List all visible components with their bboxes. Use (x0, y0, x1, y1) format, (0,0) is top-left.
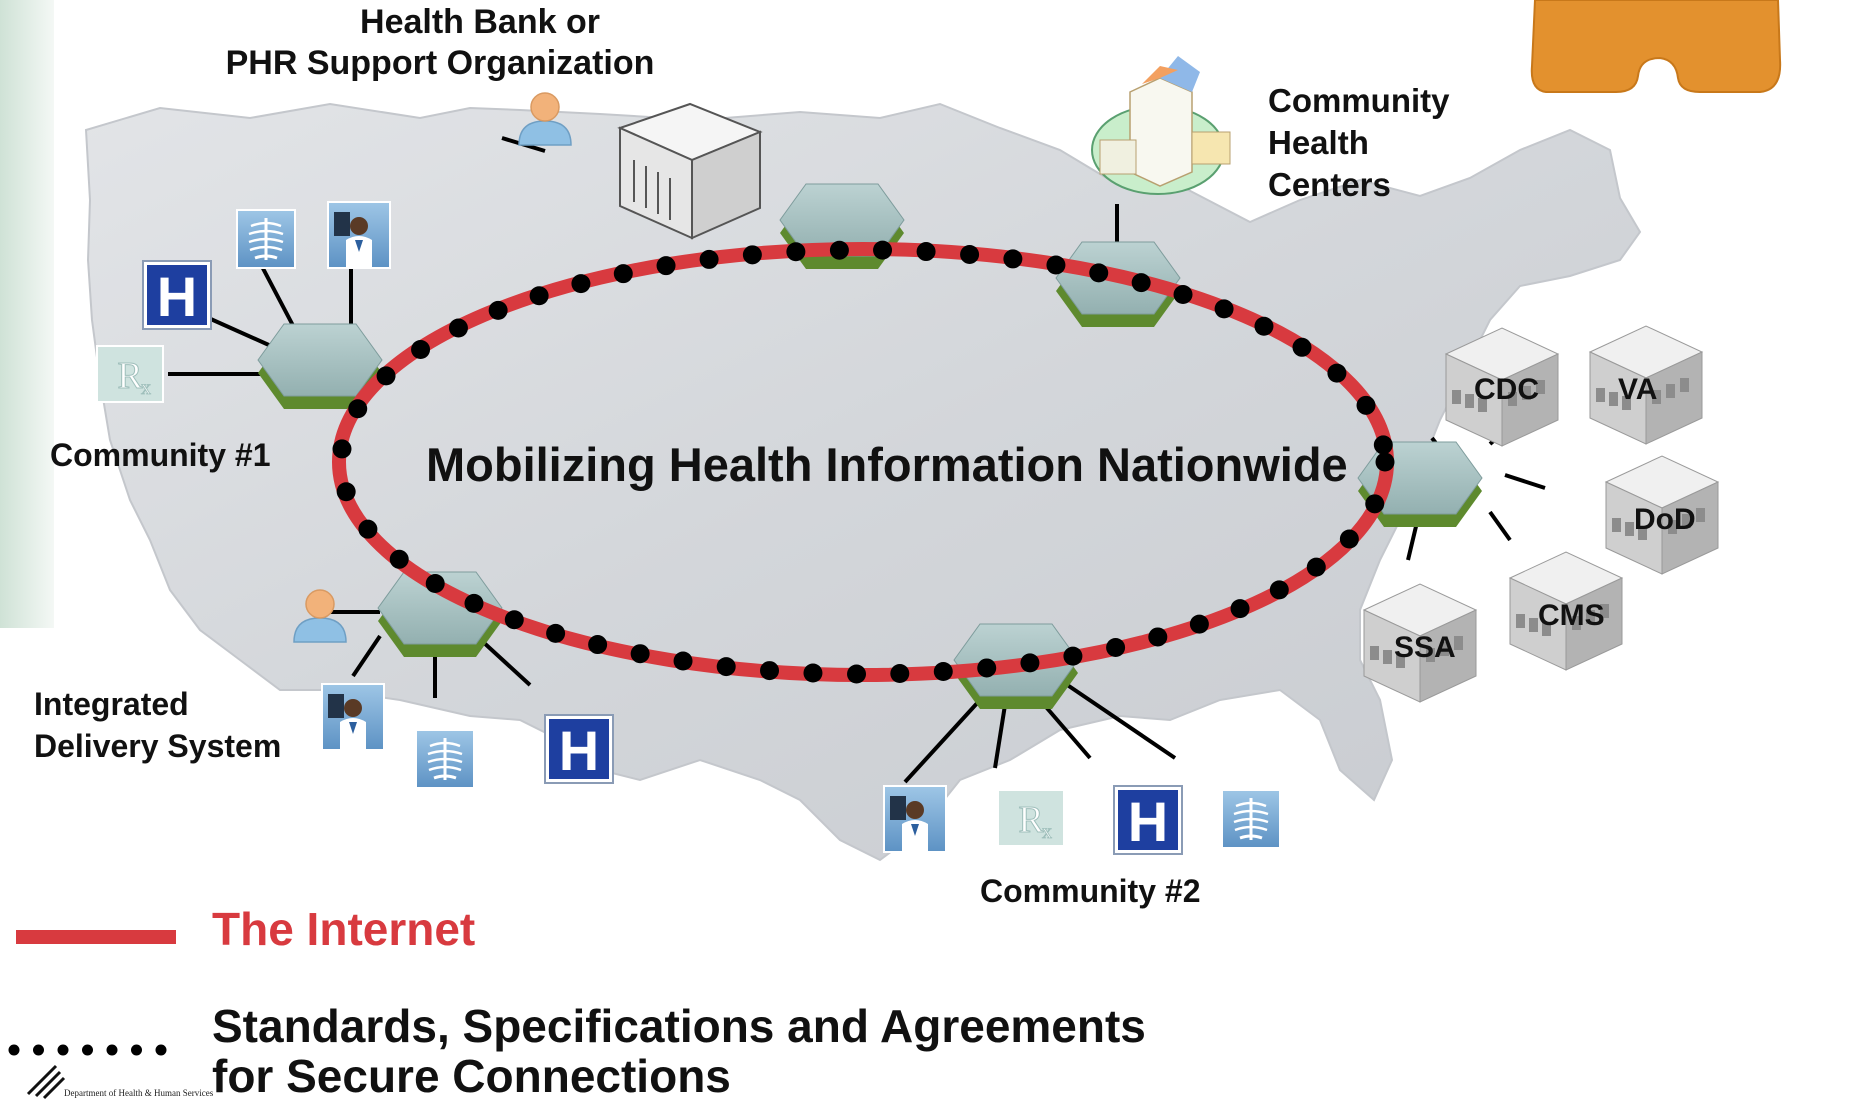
xray-icon (235, 208, 297, 270)
community2-label: Community #2 (980, 873, 1201, 909)
xray-icon (1220, 788, 1282, 850)
agency-label-cms: CMS (1538, 599, 1605, 632)
xray-icon (414, 728, 476, 790)
legend-internet-swatch (16, 930, 176, 944)
doctor-icon (321, 683, 385, 751)
legend-internet-label: The Internet (212, 903, 476, 955)
community1-label: Community #1 (50, 437, 271, 473)
health-bank-label: Health Bank or PHR Support Organization (225, 3, 655, 82)
agency-label-dod: DoD (1634, 503, 1696, 536)
footer-hhs-text: Department of Health & Human Services (64, 1088, 214, 1098)
server-icon (617, 102, 763, 240)
clinic-icon (1091, 56, 1231, 195)
legend-standards-label: Standards, Specifications and Agreements… (212, 1000, 1146, 1102)
community-health-label: Community Health Centers (1268, 82, 1450, 203)
doctor-icon (327, 201, 391, 269)
doctor-icon (883, 785, 947, 853)
hospital-icon (544, 714, 614, 784)
puzzle-icon (1530, 0, 1782, 93)
hospital-icon (142, 260, 212, 330)
agency-label-ssa: SSA (1394, 631, 1456, 664)
pharmacy-icon (997, 789, 1065, 847)
diagram-title: Mobilizing Health Information Nationwide (426, 438, 1348, 491)
standards-dotted-ring (331, 240, 1395, 684)
pharmacy-icon (96, 345, 164, 403)
hospital-icon (1113, 785, 1183, 855)
side-bar (0, 0, 54, 628)
ids-label: Integrated Delivery System (34, 686, 282, 764)
hhs-logo-icon (26, 1064, 66, 1100)
agency-label-va: VA (1618, 373, 1658, 406)
agency-label-cdc: CDC (1474, 373, 1539, 406)
